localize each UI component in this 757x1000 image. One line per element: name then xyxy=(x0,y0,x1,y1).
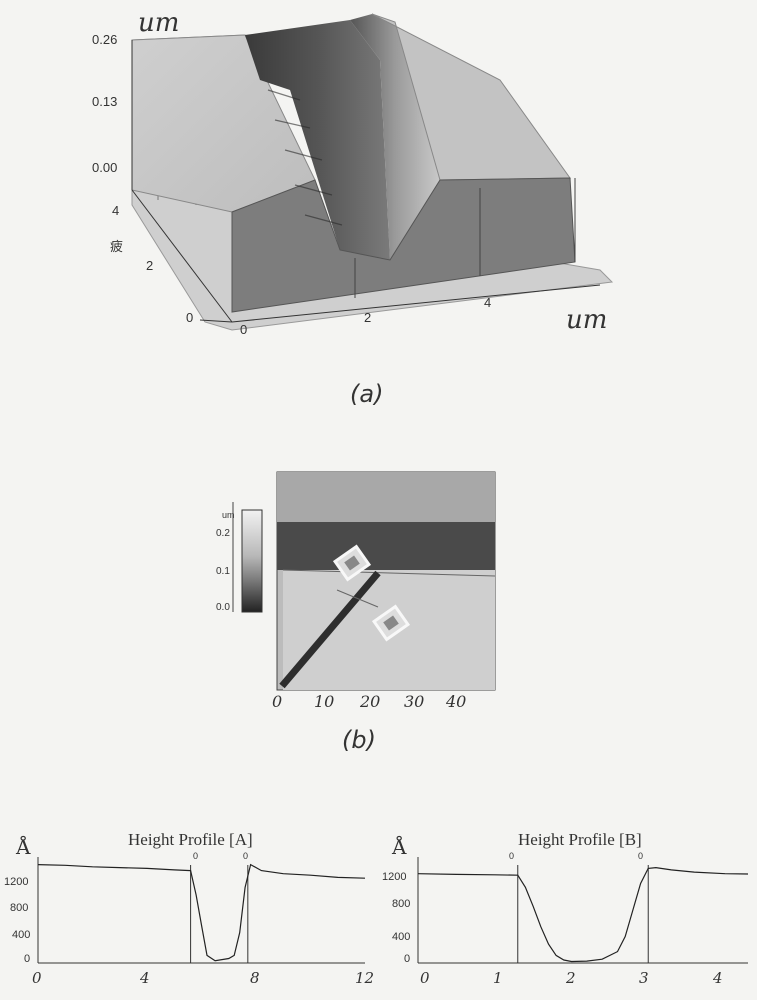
profile-a-y-tick-3: 0 xyxy=(24,953,31,965)
groove-line xyxy=(279,570,381,689)
z-tick-2: 0.00 xyxy=(92,160,118,175)
x-tick-1: 2 xyxy=(364,310,372,325)
profile-b-y-tick-1: 800 xyxy=(392,898,411,910)
profile-a-title: Height Profile [A] xyxy=(128,830,253,849)
profile-b-x-tick-0: 0 xyxy=(420,969,430,987)
figure-a: um 0.26 0.13 0.00 4 疲 2 0 0 2 4 um (a) xyxy=(0,0,757,420)
b-x-tick-3: 30 xyxy=(404,692,425,711)
caption-b: (b) xyxy=(342,726,376,754)
profile-b-x-tick-1: 1 xyxy=(493,969,503,987)
profile-b-marker-1: 0 xyxy=(638,851,644,861)
profile-b-plot xyxy=(417,857,749,964)
y-tick-1: 2 xyxy=(146,258,154,273)
profile-b: Height Profile [B] Å 1200 800 400 0 0 0 … xyxy=(380,825,757,995)
profile-b-x-tick-3: 3 xyxy=(639,969,649,987)
marker-a xyxy=(332,544,372,582)
profile-a-marker-1: 0 xyxy=(243,851,249,861)
profile-a-x-tick-2: 8 xyxy=(250,969,260,987)
b-x-tick-2: 20 xyxy=(360,692,381,711)
marker-b xyxy=(371,604,411,642)
profile-b-y-tick-0: 1200 xyxy=(382,871,407,883)
z-unit-label: um xyxy=(138,8,180,38)
profile-a-y-tick-1: 800 xyxy=(10,902,29,914)
figure-b: um 0.2 0.1 0.0 0 10 20 30 40 (b) xyxy=(0,460,757,760)
x-tick-2: 4 xyxy=(484,295,492,310)
figure-a-surface xyxy=(131,13,614,331)
trench xyxy=(245,20,390,260)
y-tick-2: 0 xyxy=(186,310,194,325)
b-x-tick-1: 10 xyxy=(314,692,335,711)
profile-b-y-tick-3: 0 xyxy=(404,953,411,965)
y-axis-char: 疲 xyxy=(110,239,124,254)
colorbar xyxy=(241,509,263,613)
profile-a-height-line xyxy=(37,863,366,962)
profile-b-y-tick-2: 400 xyxy=(392,931,411,943)
caption-a: (a) xyxy=(350,380,384,408)
colorbar-unit: um xyxy=(222,510,235,520)
x-tick-0: 0 xyxy=(240,322,248,337)
ridge xyxy=(350,14,440,260)
profile-a-y-tick-2: 400 xyxy=(12,929,31,941)
profile-a-y-unit: Å xyxy=(16,835,31,859)
profile-a-x-tick-3: 12 xyxy=(355,969,375,987)
profile-a-plot xyxy=(37,857,366,964)
profile-b-marker-0: 0 xyxy=(509,851,515,861)
profile-a-y-tick-0: 1200 xyxy=(4,876,29,888)
profile-b-title: Height Profile [B] xyxy=(518,830,642,849)
z-tick-1: 0.13 xyxy=(92,94,118,109)
z-tick-0: 0.26 xyxy=(92,32,118,47)
profile-b-x-tick-4: 4 xyxy=(713,969,723,987)
profile-a-x-tick-1: 4 xyxy=(140,969,150,987)
b-x-tick-0: 0 xyxy=(272,692,283,711)
front-wall xyxy=(231,177,576,313)
b-x-tick-4: 40 xyxy=(446,692,467,711)
profile-a-x-tick-0: 0 xyxy=(32,969,42,987)
profile-b-x-tick-2: 2 xyxy=(566,969,576,987)
y-tick-0: 4 xyxy=(112,203,120,218)
x-unit-label: um xyxy=(566,305,608,335)
profile-a: Height Profile [A] Å 1200 800 400 0 0 0 … xyxy=(0,825,380,995)
profile-a-marker-0: 0 xyxy=(193,851,199,861)
profile-b-height-line xyxy=(417,866,749,963)
colorbar-tick-2: 0.0 xyxy=(216,602,230,613)
colorbar-tick-1: 0.1 xyxy=(216,566,230,577)
figure-b-image xyxy=(232,471,496,691)
colorbar-tick-0: 0.2 xyxy=(216,528,230,539)
profile-b-y-unit: Å xyxy=(392,835,407,859)
